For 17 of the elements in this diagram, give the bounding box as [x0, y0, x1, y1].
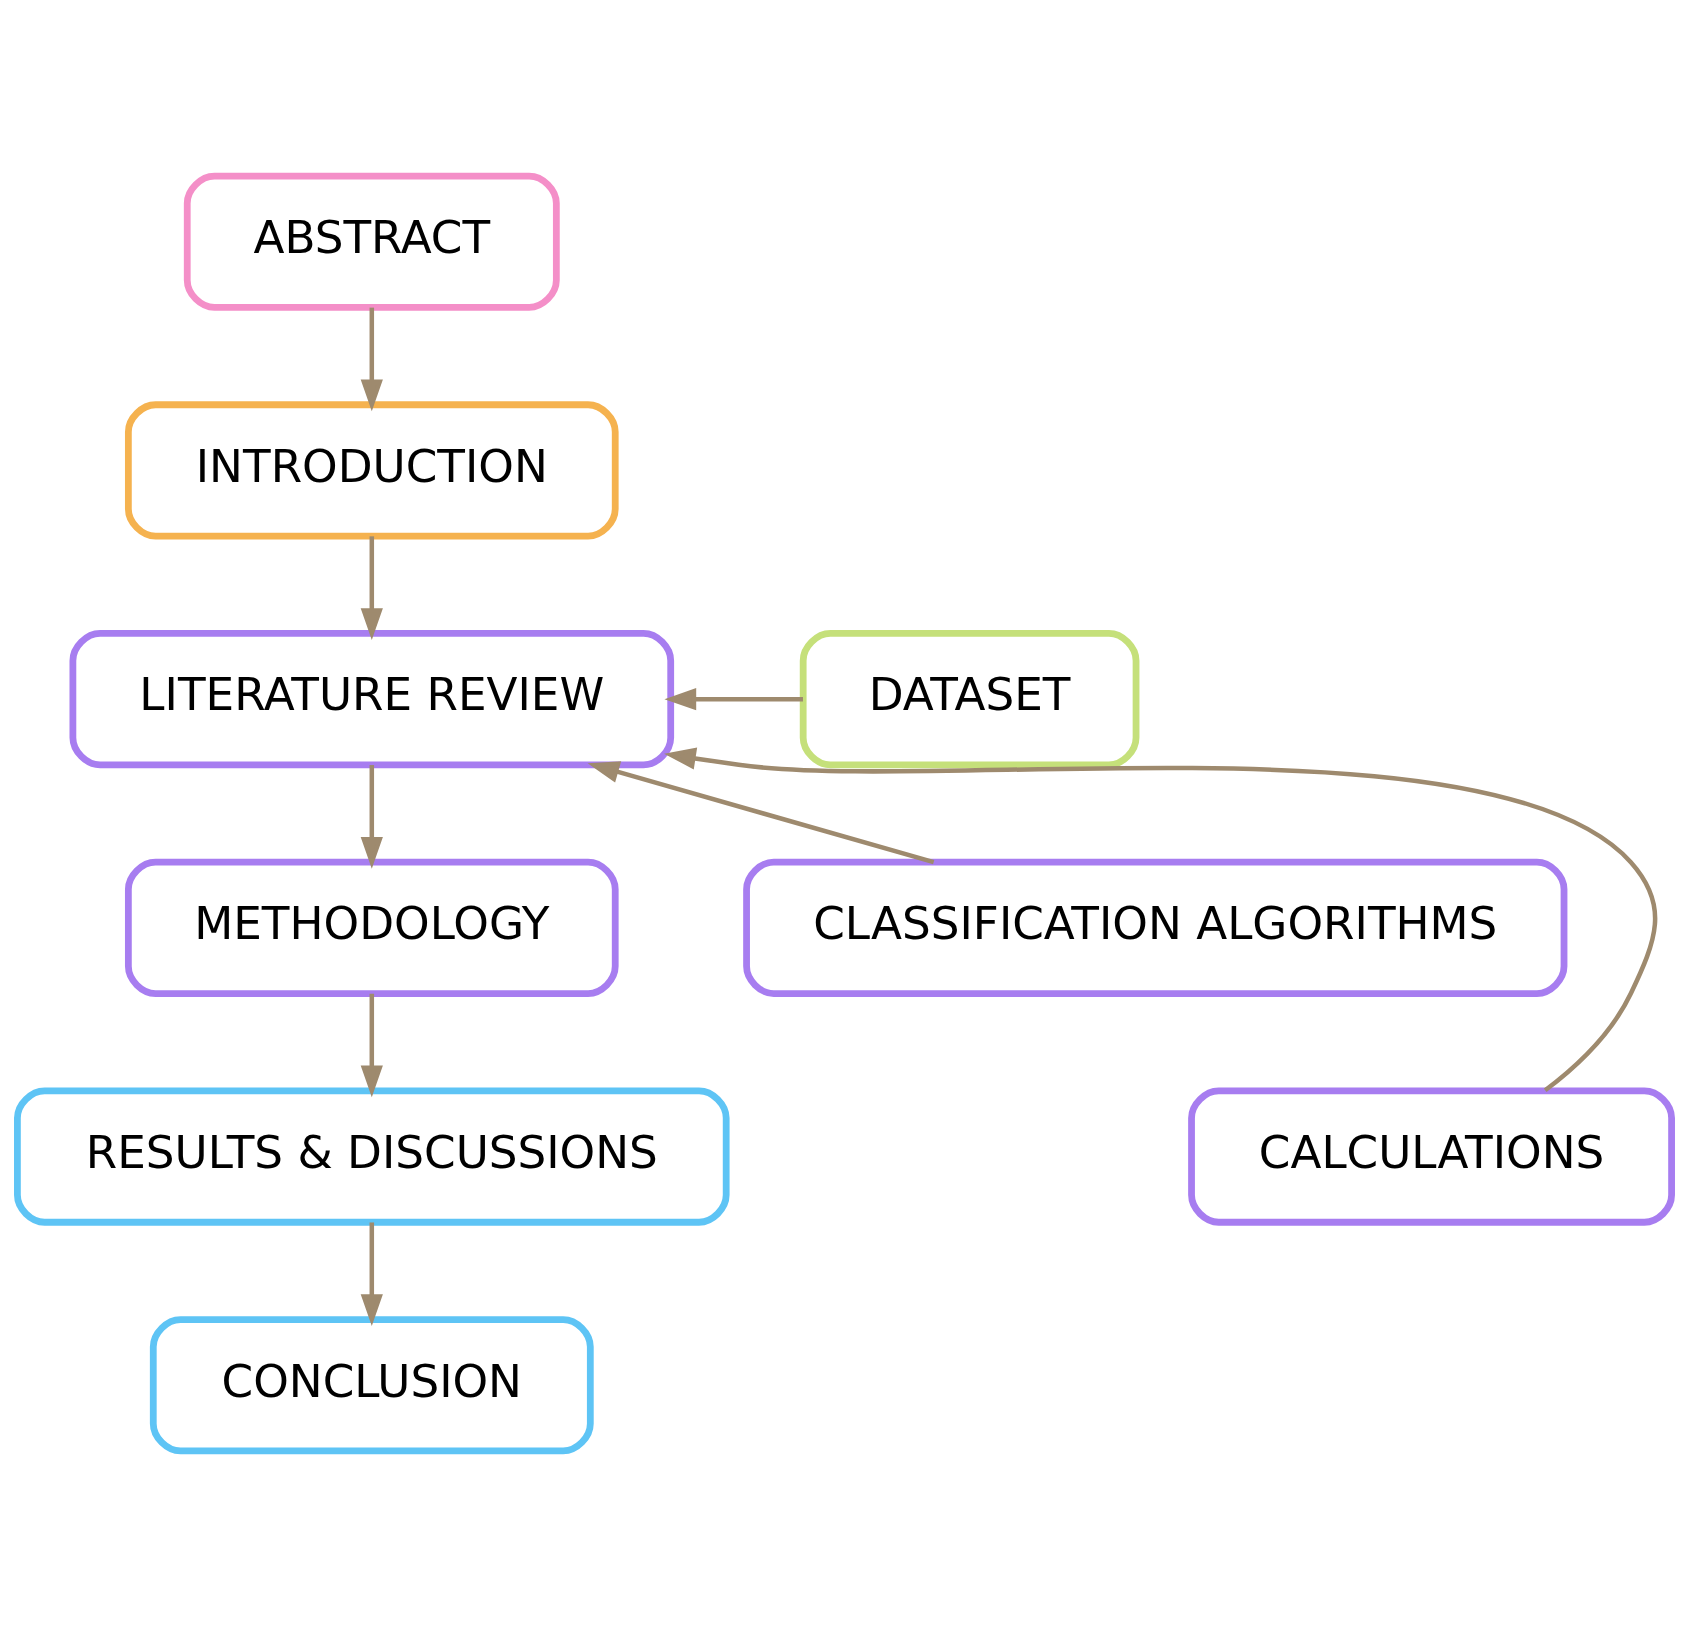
arrow [664, 747, 1658, 1092]
node-box: INTRODUCTION [124, 400, 619, 539]
arrow [360, 1221, 383, 1326]
node-box: CALCULATIONS [1188, 1087, 1675, 1226]
arrow [664, 687, 803, 710]
arrow [360, 993, 383, 1097]
node-box: ABSTRACT [183, 172, 560, 311]
arrow [360, 307, 383, 411]
node-box: CLASSIFICATION ALGORITHMS [743, 858, 1568, 997]
arrow [360, 764, 383, 869]
node-box: RESULTS & DISCUSSIONS [14, 1087, 730, 1226]
node-box: CONCLUSION [149, 1315, 594, 1454]
arrow [587, 760, 935, 864]
node-box: METHODOLOGY [124, 858, 619, 997]
node-box: DATASET [799, 629, 1140, 768]
arrow [360, 535, 383, 640]
node-box: LITERATURE REVIEW [69, 629, 675, 768]
